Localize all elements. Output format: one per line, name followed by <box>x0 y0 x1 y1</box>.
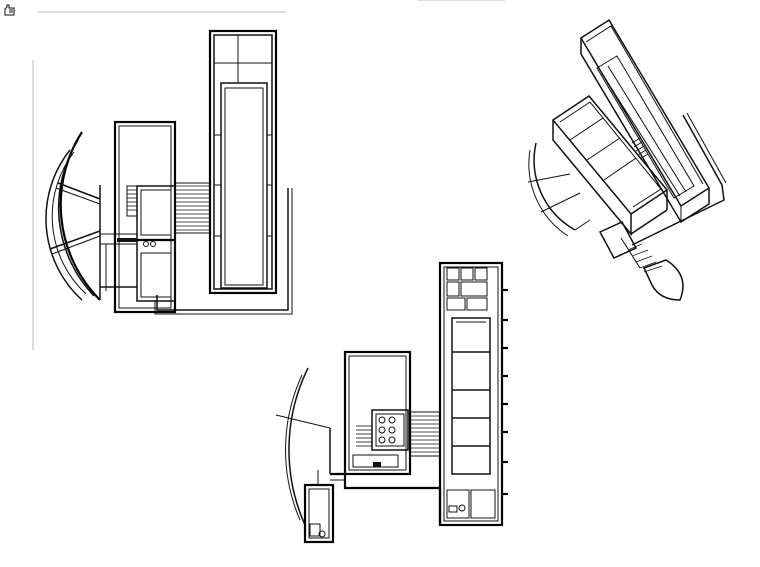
axonometric-view <box>527 18 727 301</box>
gallery-wall-outer <box>208 29 278 295</box>
gallery-wall-lower <box>438 261 504 527</box>
central-block <box>113 120 177 314</box>
gallery-inner <box>220 82 268 289</box>
central-block-lower <box>343 350 412 476</box>
floor-plan-lower <box>275 261 508 544</box>
floor-plan-upper <box>45 29 293 315</box>
pointer-hand-icon[interactable] <box>2 4 16 16</box>
service-block <box>303 483 335 544</box>
scan-artifacts <box>32 0 505 350</box>
